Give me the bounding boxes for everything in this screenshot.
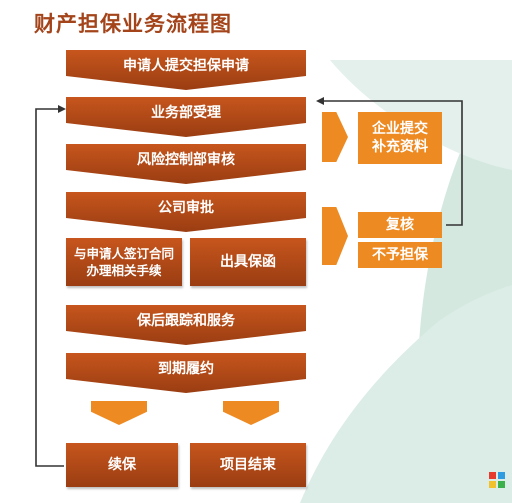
side-supplement: 企业提交 补充资料 [358,112,442,164]
step-issue-letter: 出具保函 [190,238,306,286]
renew-loop-line [35,108,64,467]
page-title: 财产担保业务流程图 [34,12,232,36]
step-renew: 续保 [66,443,178,487]
side-recheck: 复核 [358,212,442,238]
step-sign-contract: 与申请人签订合同 办理相关手续 [66,238,182,286]
step-sign-contract-label: 与申请人签订合同 办理相关手续 [73,246,174,278]
side-reject: 不予担保 [358,242,442,268]
colorful-logo-icon [489,472,505,488]
step-end: 项目结束 [190,443,306,487]
recheck-loop-line [322,100,463,226]
side-supplement-label: 企业提交 补充资料 [372,121,428,155]
step-company-approval: 公司审批 [66,192,306,232]
renew-loop-arrowhead [58,105,66,113]
recheck-loop-arrowhead [316,97,324,105]
